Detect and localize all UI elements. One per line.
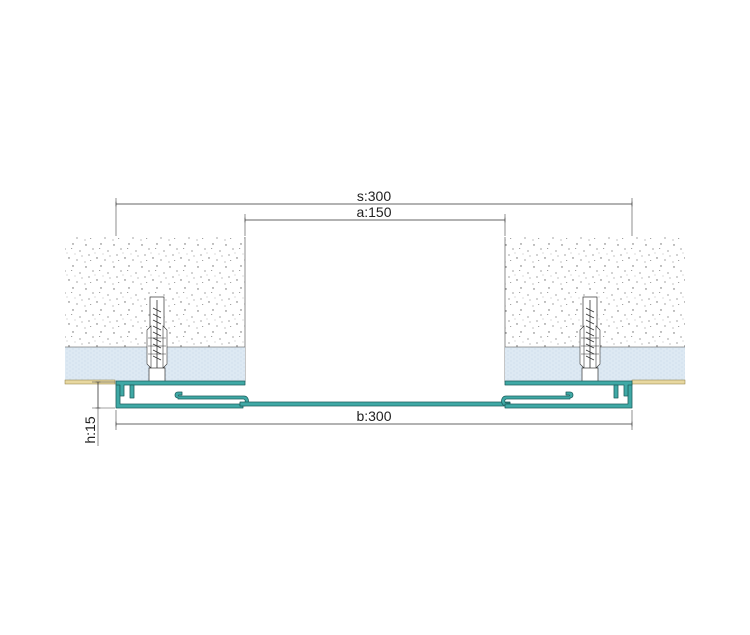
dimension-b-label: b:300 — [356, 408, 391, 424]
dimension-a-label: a:150 — [356, 204, 391, 220]
right-hook-wing — [501, 391, 574, 407]
dimension-h: h:15 — [82, 381, 115, 446]
right-anchor-screw — [579, 296, 601, 383]
left-top-flange — [115, 380, 246, 397]
dimension-s: s:300 — [115, 188, 633, 236]
right-top-flange — [504, 380, 633, 397]
center-cover-plate — [239, 401, 511, 407]
joint-profile — [115, 380, 633, 409]
right-floor-finish — [631, 379, 686, 385]
left-anchor-screw — [146, 296, 168, 383]
dimension-a: a:150 — [244, 204, 506, 236]
dimension-s-label: s:300 — [357, 188, 391, 204]
dimension-b: b:300 — [115, 408, 633, 430]
dimension-h-label: h:15 — [82, 416, 98, 443]
